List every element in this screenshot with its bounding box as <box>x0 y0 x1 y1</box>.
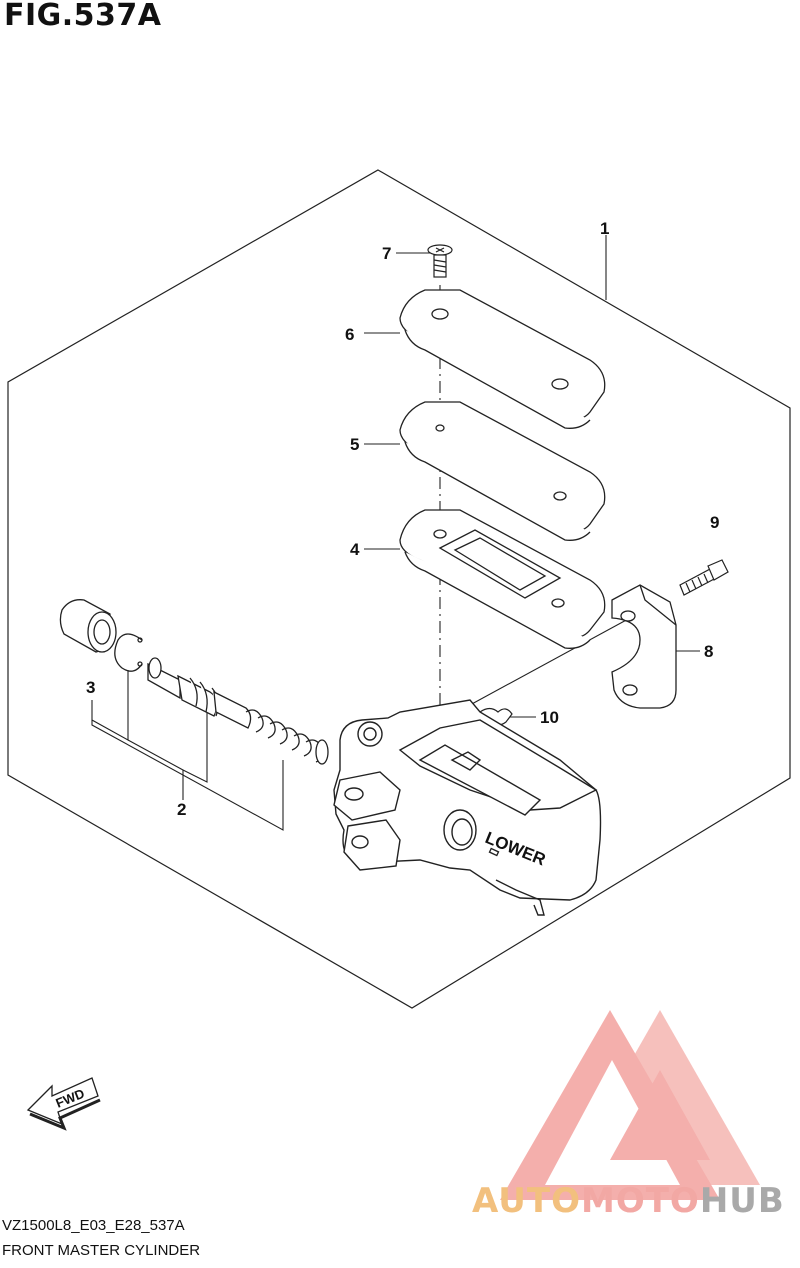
brand-part-hub: HUB <box>699 1181 785 1221</box>
part-3-boot <box>59 599 117 653</box>
part-4-diaphragm <box>399 509 606 649</box>
part-1-master-cylinder-body <box>333 699 602 916</box>
part-5-diaphragm-plate <box>399 401 606 541</box>
part-9-bolt <box>679 559 729 596</box>
callout-10: 10 <box>540 708 559 727</box>
part-circlip <box>114 633 143 672</box>
callout-4: 4 <box>350 540 360 559</box>
part-6-reservoir-cap <box>399 289 606 429</box>
leader-lines <box>91 235 700 831</box>
callout-9: 9 <box>710 513 719 532</box>
callout-3: 3 <box>86 678 95 697</box>
brand-part-moto: MOTO <box>580 1181 700 1221</box>
callout-2: 2 <box>177 800 186 819</box>
part-8-clamp <box>611 584 677 709</box>
figure-code: VZ1500L8_E03_E28_537A <box>2 1217 185 1234</box>
callout-8: 8 <box>704 642 713 661</box>
figure-title: FIG.537A <box>4 0 162 33</box>
brand-part-auto: AUTO <box>472 1181 581 1221</box>
assembly-hexagon <box>7 169 791 1009</box>
part-7-screw <box>427 244 453 278</box>
part-2-piston-kit <box>147 657 329 765</box>
callout-1: 1 <box>600 219 609 238</box>
watermark-brand-text: AUTOMOTOHUB <box>472 1181 785 1221</box>
fwd-arrow: FWD <box>26 1077 101 1131</box>
callout-6: 6 <box>345 325 354 344</box>
figure-name: FRONT MASTER CYLINDER <box>2 1242 201 1259</box>
watermark-logo <box>500 1010 760 1200</box>
callout-7: 7 <box>382 244 391 263</box>
callout-5: 5 <box>350 435 359 454</box>
